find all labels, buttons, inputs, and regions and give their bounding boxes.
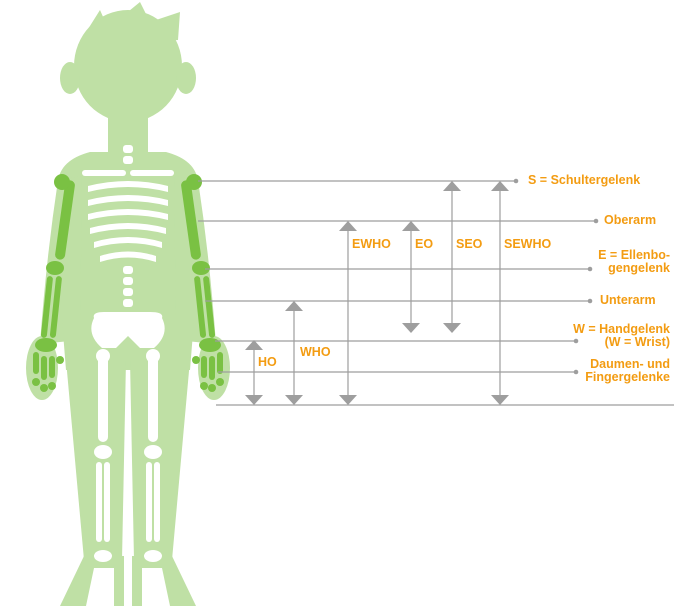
label-ewho: EWHO — [352, 238, 391, 251]
label-ho: HO — [258, 356, 277, 369]
label-wrist: W = Handgelenk (W = Wrist) — [540, 323, 670, 349]
label-elbow: E = Ellenbo- gengelenk — [570, 249, 670, 275]
label-eo: EO — [415, 238, 433, 251]
label-sewho: SEWHO — [504, 238, 551, 251]
label-seo: SEO — [456, 238, 482, 251]
label-upper-arm: Oberarm — [604, 214, 656, 227]
label-who: WHO — [300, 346, 331, 359]
label-forearm: Unterarm — [600, 294, 656, 307]
label-fingers: Daumen- und Fingergelenke — [560, 358, 670, 384]
label-shoulder: S = Schultergelenk — [528, 174, 640, 187]
seo-arrow — [443, 181, 461, 333]
